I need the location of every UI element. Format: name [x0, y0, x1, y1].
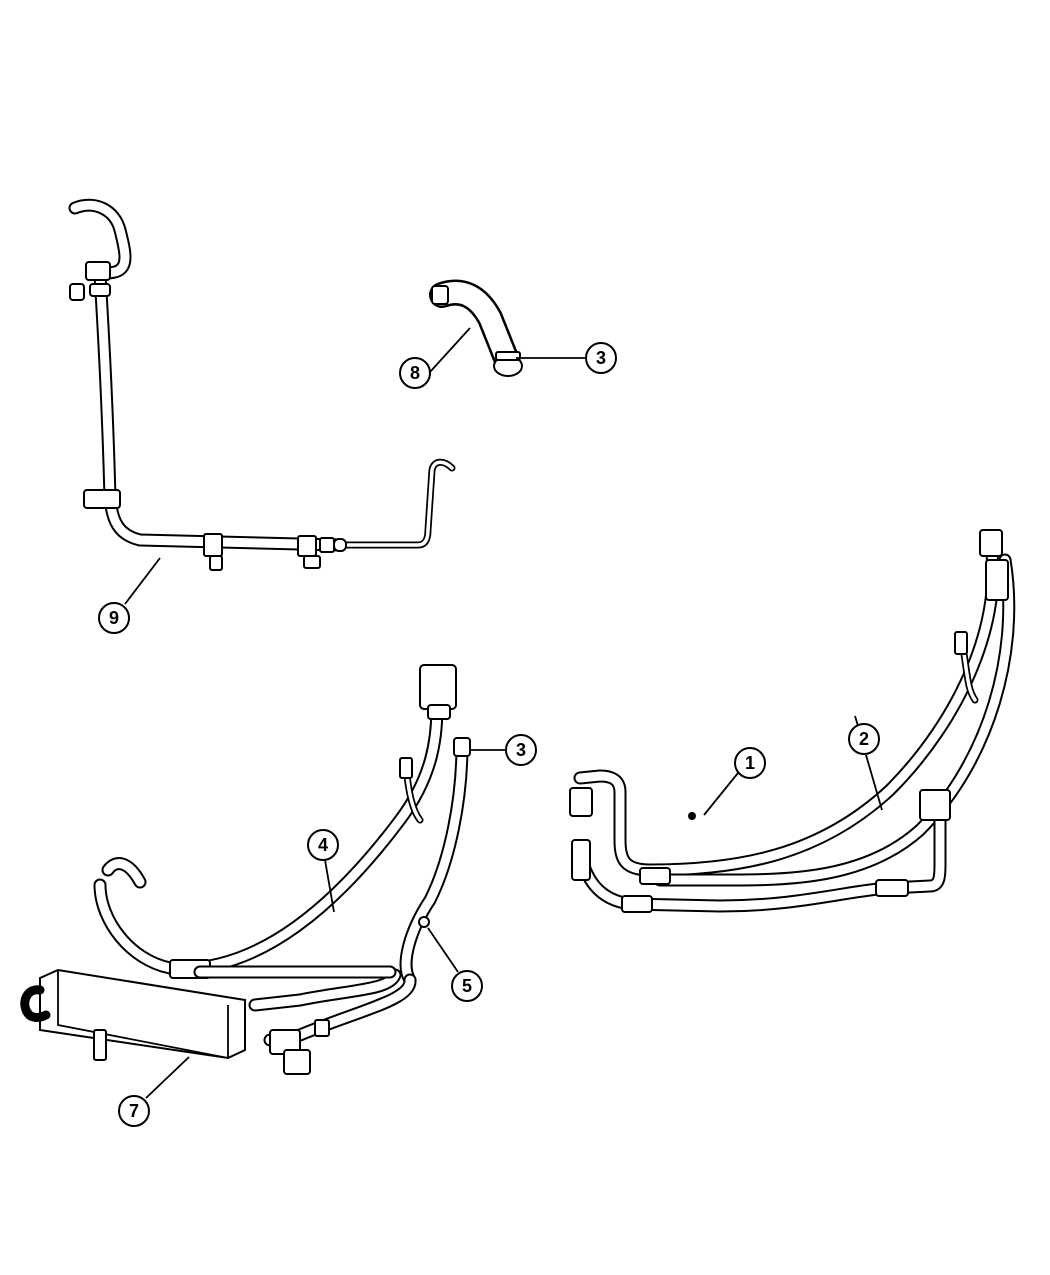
callout-9-label: 9 [109, 608, 119, 628]
part-4-pressure-hose [93, 664, 457, 979]
part-1-fastener [688, 812, 696, 820]
callout-3-upper: 3 [585, 342, 617, 374]
part-8-reservoir-hose [429, 279, 523, 377]
callout-5: 5 [451, 970, 483, 1002]
callout-2: 2 [848, 723, 880, 755]
callout-4-label: 4 [318, 835, 328, 855]
callout-1: 1 [734, 747, 766, 779]
callout-1-label: 1 [745, 753, 755, 773]
part-3-hose-clamp-lower [399, 737, 471, 987]
callout-3-lower: 3 [505, 734, 537, 766]
callout-7-label: 7 [129, 1101, 139, 1121]
part-7-power-steering-cooler [20, 968, 330, 1075]
part-9-return-hose-assembly [68, 198, 456, 571]
callout-2-label: 2 [859, 729, 869, 749]
leader-lines [124, 327, 883, 1099]
callout-8-label: 8 [410, 363, 420, 383]
callout-7: 7 [118, 1095, 150, 1127]
callout-3-lower-label: 3 [516, 740, 526, 760]
part-5-hose-clip [193, 916, 430, 1047]
callout-9: 9 [98, 602, 130, 634]
callout-5-label: 5 [462, 976, 472, 996]
callout-4: 4 [307, 829, 339, 861]
callout-8: 8 [399, 357, 431, 389]
callout-3-upper-label: 3 [596, 348, 606, 368]
part-2-pressure-hose-assembly [569, 529, 1016, 913]
